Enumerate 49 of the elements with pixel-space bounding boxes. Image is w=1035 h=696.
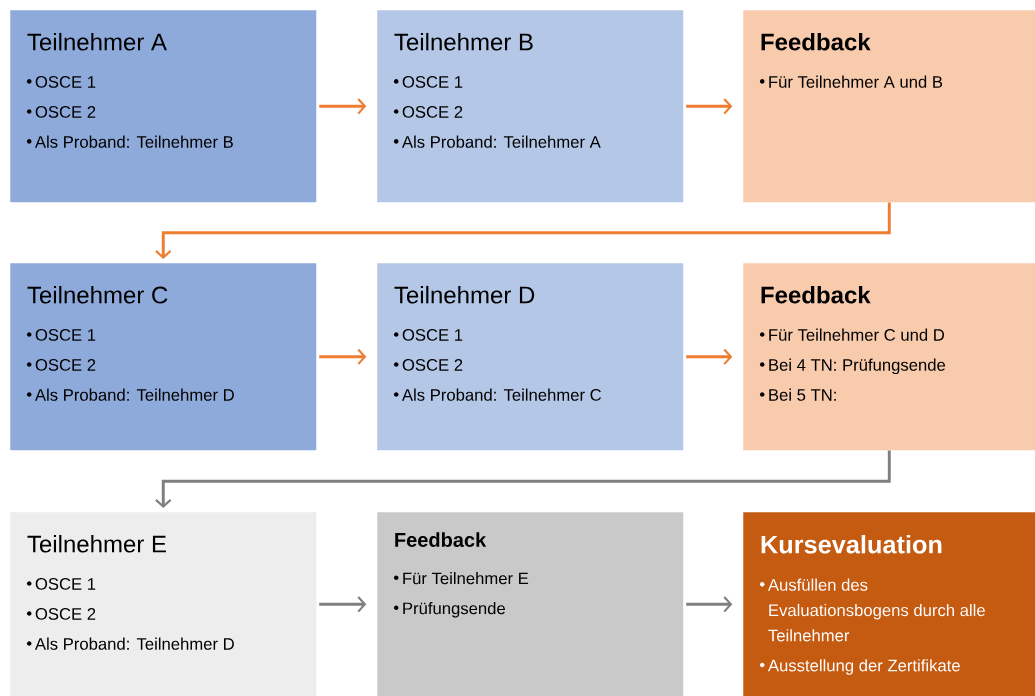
- list-item: OSCE 2: [393, 106, 463, 118]
- list-item: OSCE 2: [393, 359, 463, 371]
- box-heading: Kursevaluation: [761, 534, 942, 554]
- list-item: OSCE 2: [26, 359, 96, 371]
- process-box: [10, 10, 317, 203]
- process-box: [743, 10, 1035, 203]
- arrow: [319, 596, 367, 613]
- arrow: [155, 202, 891, 259]
- box-heading: Teilnehmer A: [27, 32, 167, 51]
- arrow: [686, 98, 733, 115]
- list-item: OSCE 2: [26, 608, 96, 620]
- process-box: [743, 512, 1035, 696]
- arrow: [686, 596, 733, 613]
- arrow: [319, 348, 367, 365]
- list-item: Für Teilnehmer E: [393, 572, 529, 585]
- list-item: OSCE 2: [26, 106, 96, 118]
- process-box: [10, 263, 317, 451]
- box-heading: Teilnehmer E: [27, 534, 166, 553]
- arrow: [155, 450, 891, 508]
- list-item: Für Teilnehmer C und D: [759, 328, 944, 341]
- box-heading: Teilnehmer B: [394, 32, 533, 51]
- list-item: OSCE 1: [393, 76, 463, 88]
- list-item: Prüfungsende: [393, 602, 505, 618]
- list-item: Ausfüllen des Evaluationsbogens durch alle Teilnehmer: [759, 578, 985, 642]
- list-item: OSCE 1: [393, 329, 463, 341]
- process-box: [10, 512, 317, 696]
- list-item: Als Proband: Teilnehmer B: [26, 135, 233, 148]
- list-item: Als Proband: Teilnehmer D: [26, 637, 234, 650]
- list-item: Als Proband: Teilnehmer A: [393, 135, 601, 148]
- arrow: [686, 348, 733, 365]
- list-item: Ausstellung der Zertifikate: [759, 659, 960, 675]
- list-item: OSCE 1: [26, 76, 96, 88]
- process-box: [377, 512, 684, 696]
- list-item: Als Proband: Teilnehmer D: [26, 388, 234, 401]
- list-item: Bei 4 TN: Prüfungsende: [759, 358, 946, 375]
- list-item: Als Proband: Teilnehmer C: [393, 388, 602, 401]
- process-box: [377, 263, 684, 451]
- list-item: OSCE 1: [26, 578, 96, 590]
- list-item: Bei 5 TN:: [759, 388, 836, 401]
- list-item: OSCE 1: [26, 329, 96, 341]
- list-item: Für Teilnehmer A und B: [759, 75, 943, 88]
- arrow: [319, 98, 367, 115]
- box-heading: Feedback: [395, 532, 487, 547]
- box-heading: Teilnehmer D: [394, 285, 535, 304]
- box-heading: Feedback: [761, 285, 871, 304]
- process-box: [743, 263, 1035, 451]
- process-box: [377, 10, 684, 203]
- box-heading: Feedback: [761, 32, 871, 51]
- box-heading: Teilnehmer C: [27, 285, 168, 304]
